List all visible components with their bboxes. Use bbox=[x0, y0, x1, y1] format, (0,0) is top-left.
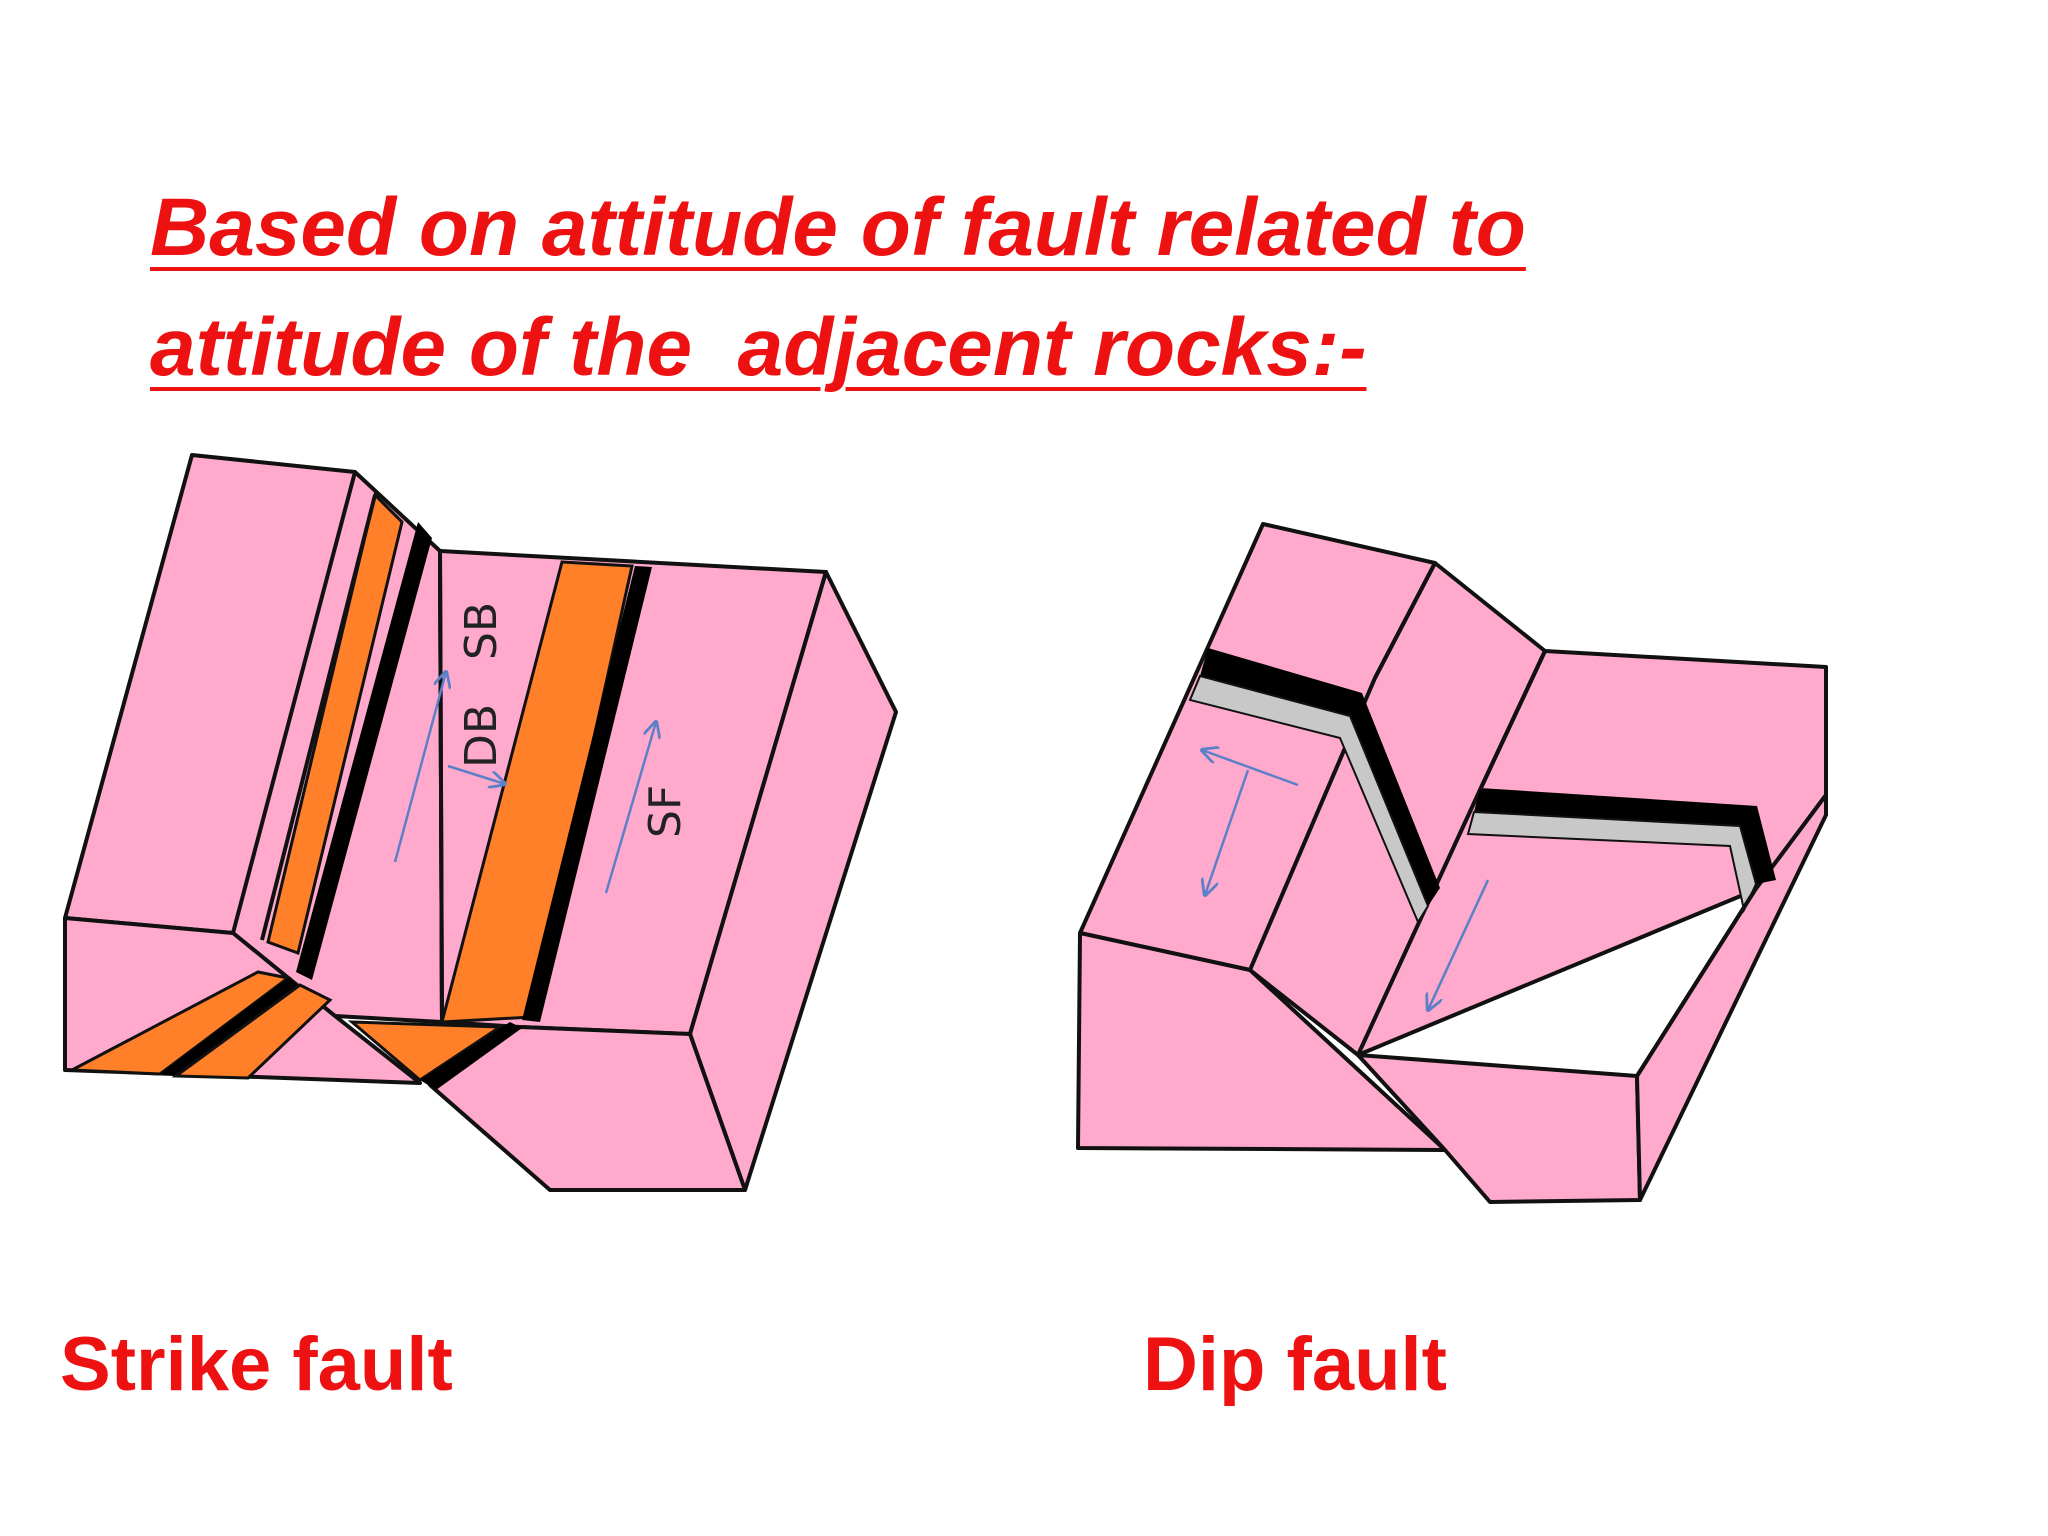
dip-slip-arrow bbox=[1428, 879, 1490, 1010]
strike-bedding bbox=[66, 492, 652, 1090]
front-black-seam-a bbox=[160, 978, 300, 1076]
orange-bed-1 bbox=[266, 492, 404, 955]
dip-fault-caption: Dip fault bbox=[1143, 1322, 1447, 1407]
dip-right-front-face bbox=[1356, 1053, 1642, 1204]
front-orange-bed-b bbox=[171, 983, 333, 1080]
dip-slip-arrow bbox=[393, 672, 446, 863]
strike-labels: SB DB SF bbox=[456, 602, 691, 838]
dip-edges bbox=[1373, 562, 1757, 1078]
dip-arrows bbox=[1202, 750, 1490, 1010]
dip-fault-block bbox=[1076, 522, 1828, 1204]
strike-fault-block bbox=[63, 453, 898, 1192]
dip-bedding bbox=[1188, 648, 1776, 925]
label-db: DB bbox=[456, 704, 507, 768]
strike-arrows bbox=[393, 672, 656, 894]
slide-title: Based on attitude of fault related to at… bbox=[150, 168, 1950, 408]
label-sf: SF bbox=[640, 785, 691, 838]
black-seam-1 bbox=[296, 522, 432, 980]
strike-edges bbox=[231, 471, 444, 1023]
front-black-seam-c bbox=[420, 1022, 522, 1090]
strike-fault-arrow bbox=[604, 722, 656, 894]
dip-strike-bar bbox=[1202, 750, 1299, 787]
title-line-1: Based on attitude of fault related to bbox=[150, 182, 1526, 273]
dip-grey-seam-upper bbox=[1188, 674, 1430, 925]
dip-black-seam-lower bbox=[1474, 788, 1776, 884]
title-line-2: attitude of the adjacent rocks:- bbox=[150, 302, 1367, 393]
front-orange-bed-c bbox=[347, 1020, 505, 1082]
dip-black-seam-upper bbox=[1200, 648, 1440, 906]
label-sb: SB bbox=[456, 602, 507, 660]
black-seam-2 bbox=[522, 566, 652, 1022]
strike-fault-caption: Strike fault bbox=[60, 1322, 453, 1407]
dip-dip-arrow bbox=[1205, 769, 1250, 895]
dip-bar-arrow bbox=[447, 764, 505, 784]
